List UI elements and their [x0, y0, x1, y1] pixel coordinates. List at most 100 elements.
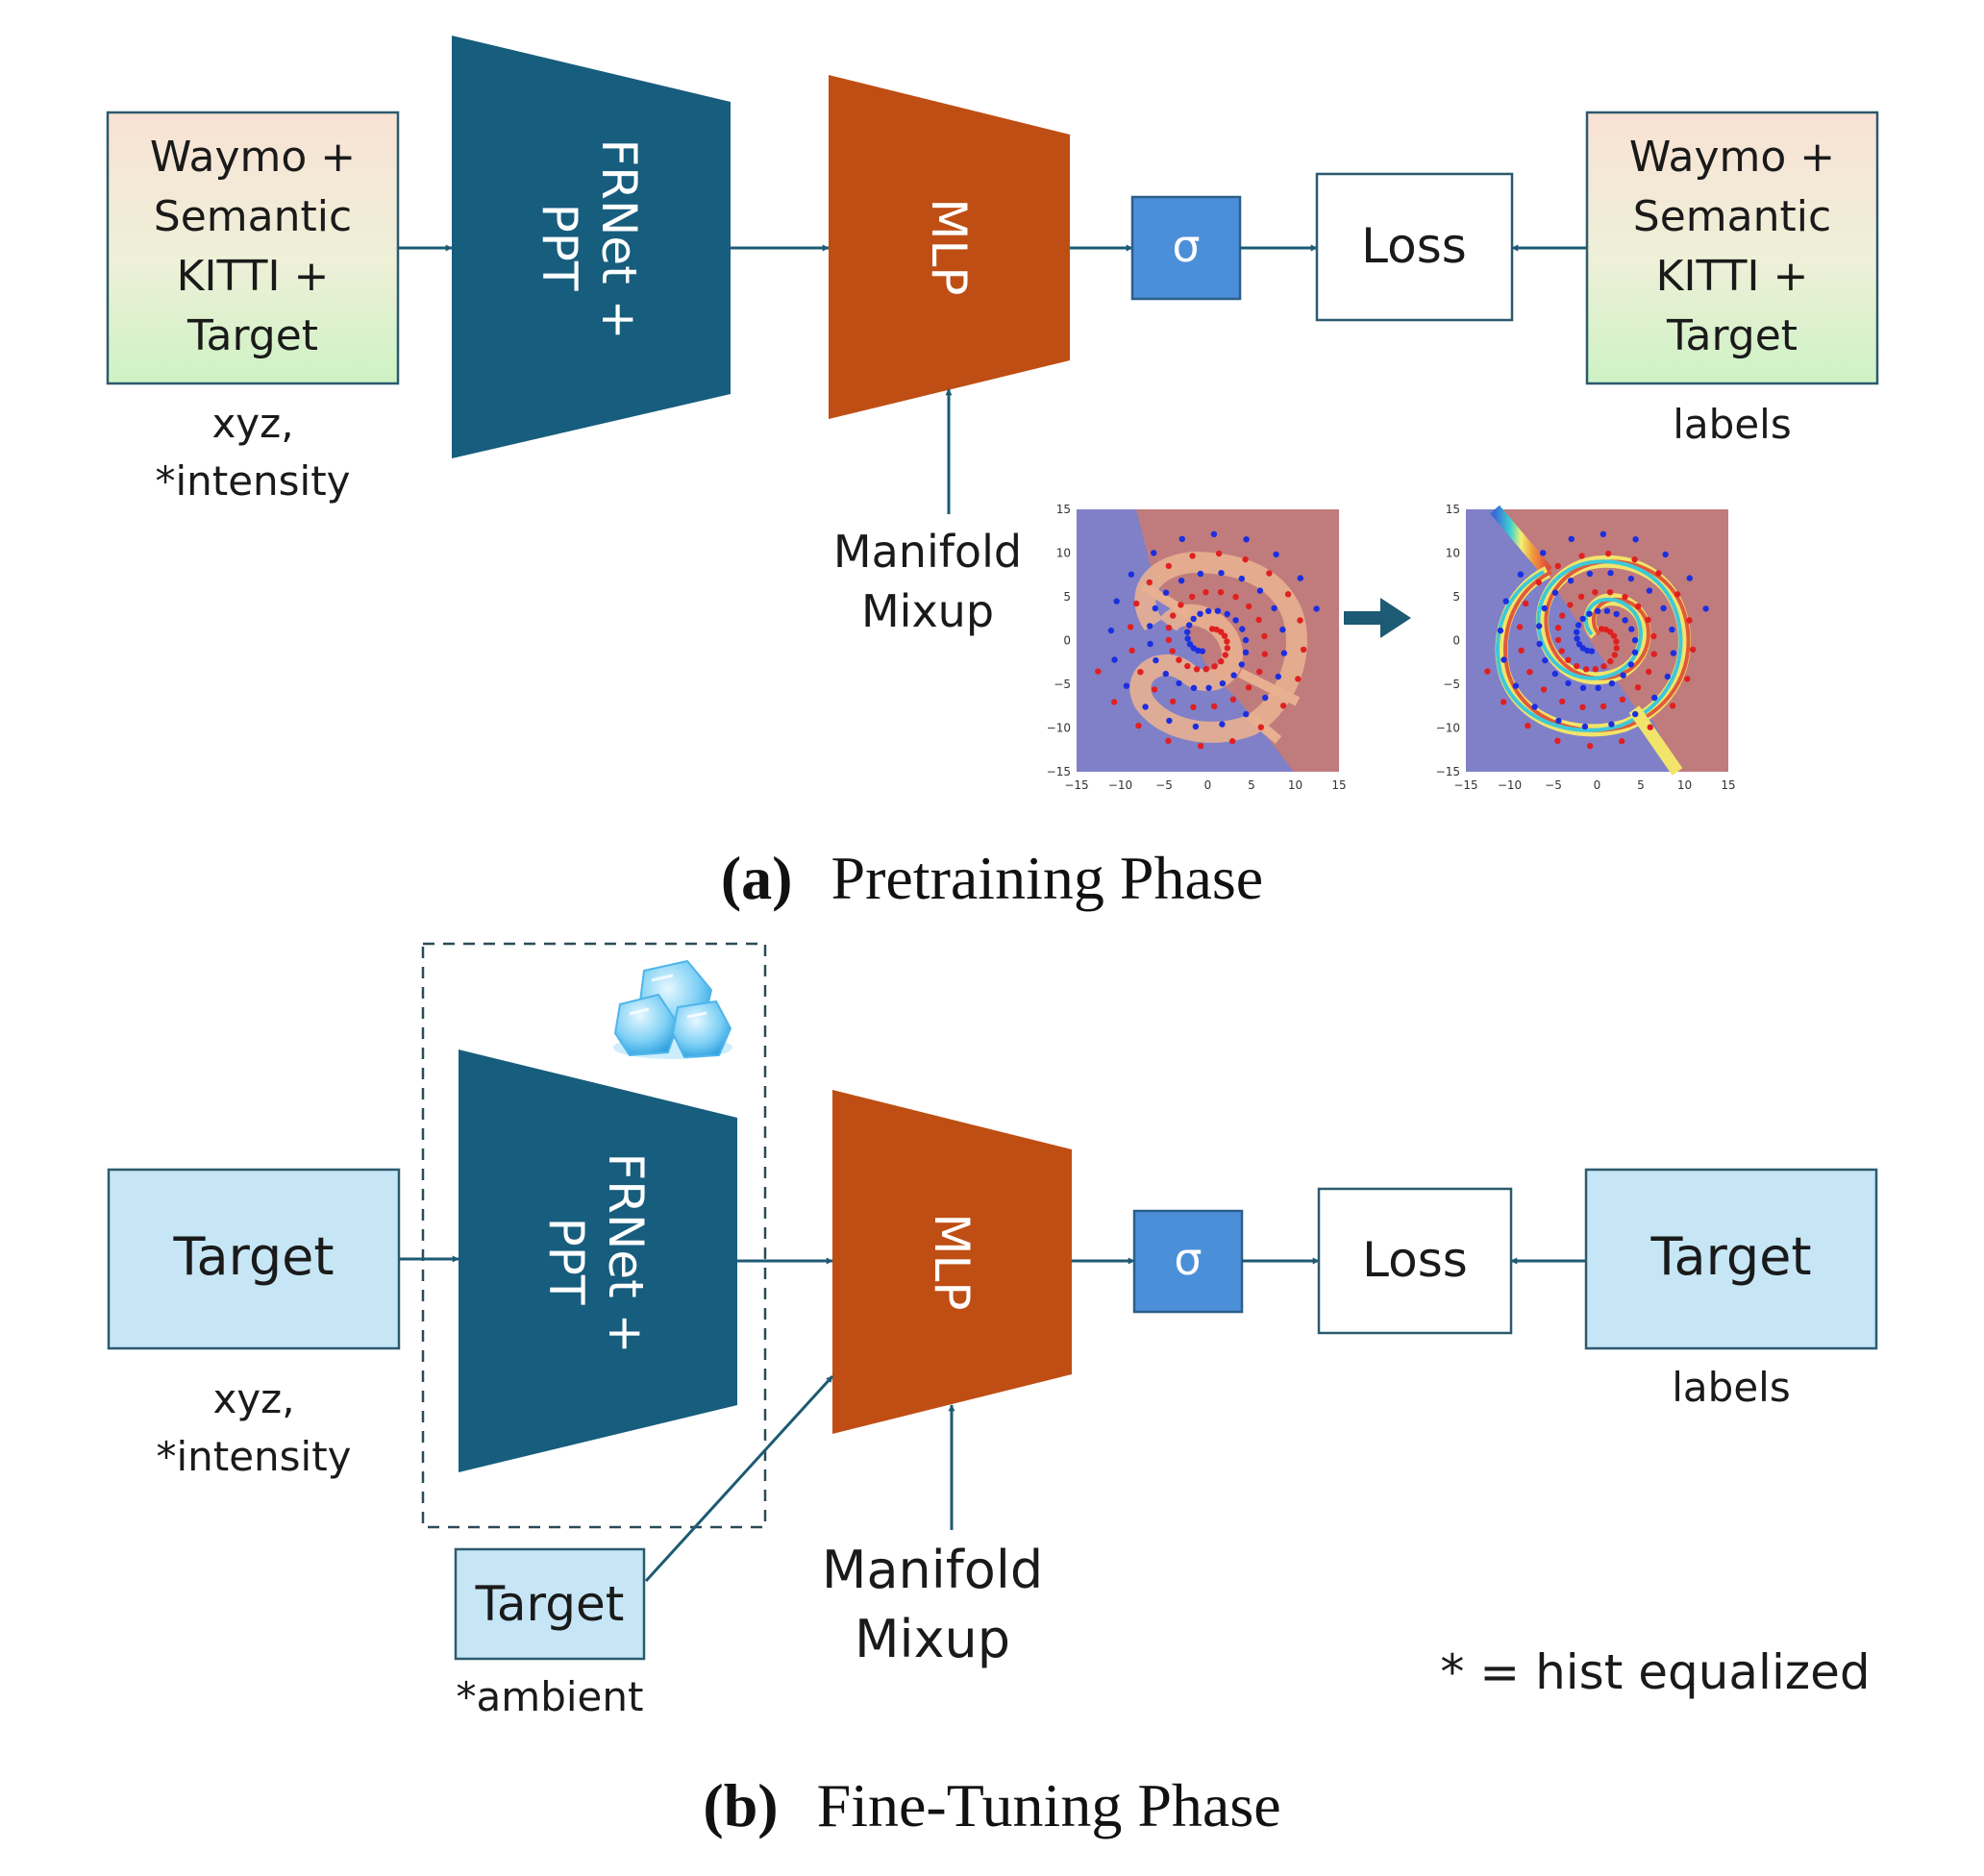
pretrain-loss-box: Loss — [1315, 172, 1514, 322]
pretrain-mixup-label-1: Manifold — [833, 526, 1022, 578]
plot-point-blue — [1273, 551, 1279, 558]
plot-point-red — [1165, 625, 1173, 631]
plot-point-red — [1607, 629, 1614, 635]
plot-point-red — [1279, 703, 1287, 709]
plot-point-blue — [1565, 679, 1572, 687]
plot-point-blue — [1262, 694, 1269, 702]
plot-point-blue — [1275, 673, 1282, 680]
plot-point-red — [1190, 704, 1197, 710]
plot-point-blue — [1192, 723, 1200, 730]
plot-point-red — [1266, 570, 1273, 577]
caption-a-tag: (a) — [721, 844, 793, 912]
finetune-ambient-label: Target — [475, 1576, 625, 1632]
plot-point-blue — [1628, 626, 1635, 632]
plot-point-blue — [1190, 615, 1197, 623]
panel-a: Waymo + Semantic KITTI + Target xyz, *in… — [106, 36, 1879, 912]
plot-point-red — [1578, 553, 1585, 559]
plot-point-blue — [1586, 610, 1593, 617]
plot-point-red — [1170, 698, 1177, 705]
plot-point-red — [1554, 737, 1561, 744]
plot-point-blue — [1600, 531, 1607, 537]
plot-point-red — [1559, 612, 1566, 619]
plot-x-tick-label: −15 — [1064, 778, 1088, 792]
plot-point-red — [1592, 666, 1600, 673]
plot-point-blue — [1178, 535, 1186, 542]
pretrain-labels-dataset-box: Waymo + Semantic KITTI + Target — [1585, 111, 1879, 385]
pretrain-input-line-2: Semantic — [154, 192, 352, 241]
plot-point-red — [1558, 648, 1565, 654]
plot-point-blue — [1632, 536, 1639, 543]
plot-point-blue — [1256, 587, 1264, 594]
plot-point-red — [1146, 579, 1153, 586]
finetune-loss-box: Loss — [1317, 1187, 1513, 1335]
plot-point-blue — [1567, 578, 1575, 584]
caption-a-text: Pretraining Phase — [831, 844, 1263, 912]
footnote-hist-equalized: * = hist equalized — [1440, 1644, 1870, 1700]
plot-point-red — [1165, 737, 1172, 744]
pretrain-input-dataset-box: Waymo + Semantic KITTI + Target — [106, 111, 400, 385]
plot-point-blue — [1184, 629, 1191, 635]
plot-point-red — [1224, 638, 1230, 645]
plot-y-tick-label: 5 — [1063, 590, 1071, 604]
plot-point-blue — [1128, 571, 1135, 578]
plot-point-blue — [1551, 670, 1559, 678]
plot-y-tick-label: −10 — [1436, 722, 1460, 735]
plot-point-red — [1577, 593, 1585, 601]
pretrain-mlp-head: MLP — [829, 75, 1070, 419]
plot-points-red-after — [1484, 550, 1697, 750]
plot-point-red — [1607, 657, 1614, 665]
plot-point-red — [1635, 603, 1642, 610]
plot-point-blue — [1500, 656, 1507, 663]
plot-x-tick-label: −5 — [1545, 778, 1562, 792]
plot-point-red — [1133, 600, 1140, 607]
finetune-ambient-caption: *ambient — [457, 1673, 644, 1720]
finetune-input-caption-line-2: *intensity — [156, 1433, 351, 1480]
plot-point-blue — [1242, 649, 1250, 655]
finetune-mixup-label-1: Manifold — [822, 1540, 1043, 1600]
plot-point-red — [1170, 612, 1177, 619]
plot-point-blue — [1297, 575, 1304, 581]
plot-point-red — [1655, 570, 1662, 577]
finetune-loss-label: Loss — [1362, 1232, 1468, 1288]
pretrain-backbone-label-2: PPT — [532, 204, 587, 291]
plot-point-red — [1611, 652, 1619, 658]
plot-point-blue — [1662, 551, 1669, 558]
plot-point-blue — [1162, 670, 1170, 678]
plot-point-red — [1689, 646, 1697, 654]
plot-point-blue — [1238, 661, 1246, 668]
plot-point-red — [1631, 555, 1638, 563]
plot-point-blue — [1608, 679, 1616, 687]
plot-points-blue-after — [1497, 531, 1709, 730]
plot-point-red — [1554, 636, 1562, 644]
plot-point-blue — [1238, 575, 1246, 582]
plot-y-tick-label: −10 — [1047, 722, 1071, 735]
plot-point-red — [1523, 600, 1529, 607]
plot-point-red — [1579, 704, 1586, 710]
finetune-backbone-label-2: PPT — [538, 1218, 594, 1305]
plot-point-blue — [1123, 682, 1130, 689]
pretrain-sigma-label: σ — [1172, 220, 1200, 272]
finetune-input-label: Target — [172, 1226, 334, 1287]
plot-point-red — [1613, 638, 1620, 645]
caption-a: (a) Pretraining Phase — [721, 844, 1263, 912]
plot-point-blue — [1579, 645, 1587, 652]
plot-point-red — [1215, 550, 1223, 557]
finetune-labels-caption: labels — [1672, 1364, 1790, 1411]
plot-point-blue — [1271, 605, 1277, 611]
plot-x-tick-label: 15 — [1331, 778, 1346, 792]
plot-point-blue — [1631, 649, 1639, 655]
plot-point-red — [1245, 684, 1252, 691]
plot-point-red — [1669, 703, 1676, 709]
plot-point-red — [1246, 603, 1252, 610]
plot-point-red — [1211, 663, 1218, 670]
plot-point-blue — [1502, 598, 1509, 605]
plot-point-red — [1646, 668, 1652, 676]
pretrain-input-line-4: Target — [186, 311, 318, 360]
plot-point-red — [1619, 696, 1626, 703]
finetune-input-caption-line-1: xyz, — [212, 1375, 294, 1422]
ice-cubes-icon — [613, 959, 732, 1059]
plot-point-blue — [1660, 605, 1667, 611]
